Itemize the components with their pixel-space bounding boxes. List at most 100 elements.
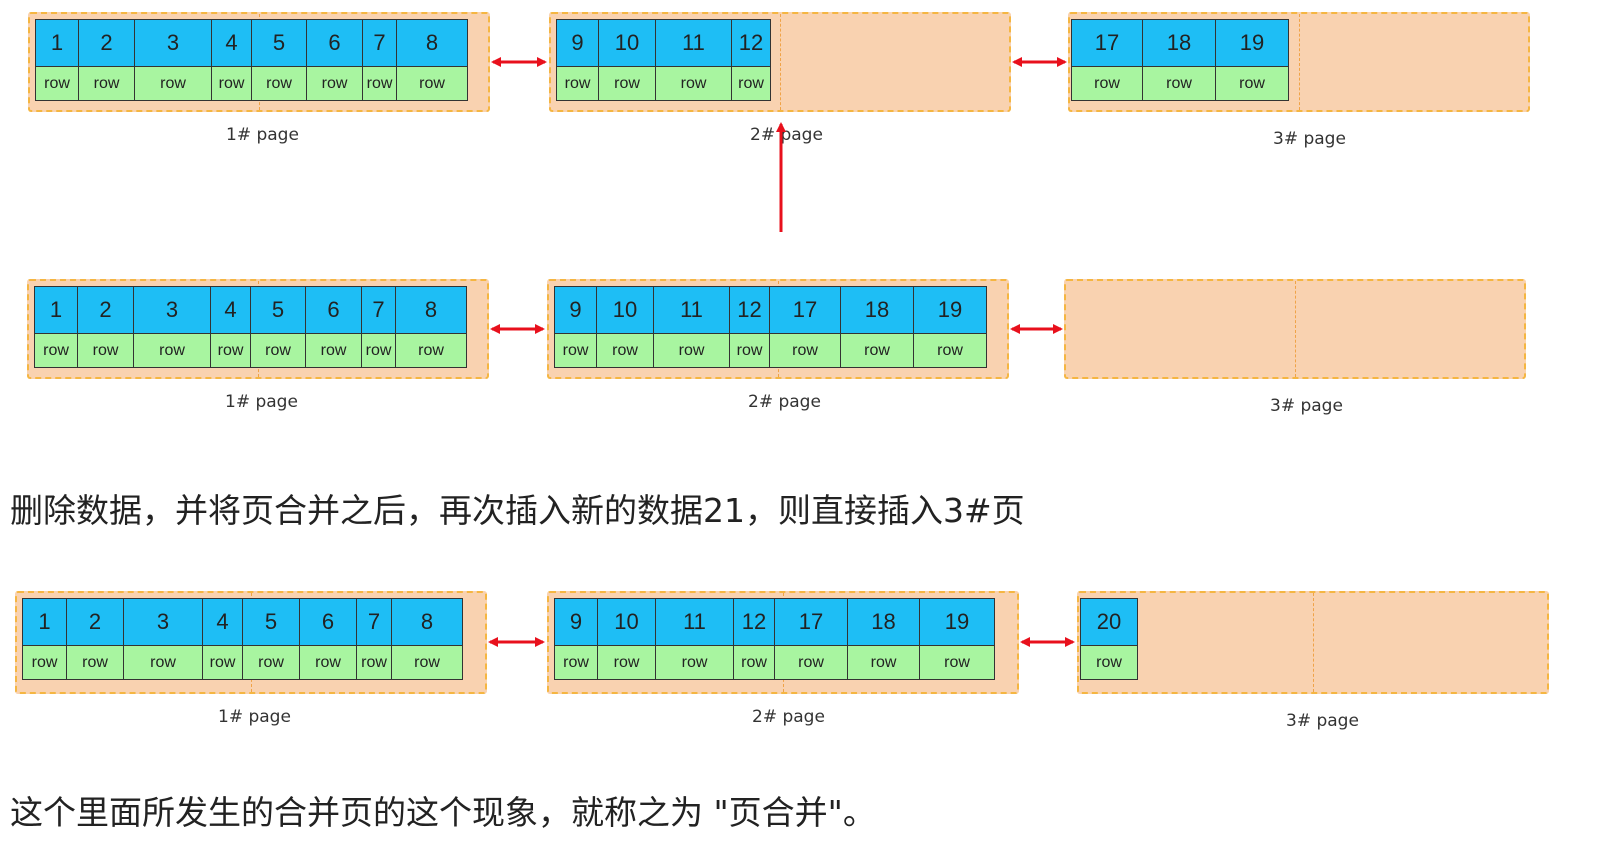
- record-id: 10: [598, 598, 655, 646]
- record-row: row: [124, 646, 202, 680]
- record-id: 19: [914, 286, 986, 334]
- record-id: 8: [397, 19, 467, 67]
- record-row: row: [730, 334, 769, 368]
- record-row: row: [1072, 67, 1142, 101]
- record-id: 4: [212, 19, 251, 67]
- record-id: 5: [251, 286, 305, 334]
- record-row: row: [555, 334, 596, 368]
- record-id: 7: [363, 19, 396, 67]
- page-label-2-d2: 2# page: [748, 392, 821, 412]
- page-box-3-d2: [1064, 279, 1526, 379]
- record-id: 11: [656, 19, 731, 67]
- record-row: row: [36, 67, 78, 101]
- record-row: row: [78, 334, 133, 368]
- record-id: 5: [252, 19, 306, 67]
- record-id: 1: [35, 286, 77, 334]
- record-id: 8: [396, 286, 466, 334]
- record-id: 19: [920, 598, 994, 646]
- record-id: 18: [841, 286, 913, 334]
- record-id: 2: [78, 286, 133, 334]
- record-row: row: [251, 334, 305, 368]
- page-box-3-d3: [1077, 591, 1549, 694]
- record-row: row: [732, 67, 770, 101]
- record-row: row: [597, 334, 653, 368]
- record-id: 9: [557, 19, 598, 67]
- record-row: row: [914, 334, 986, 368]
- record-row: row: [656, 67, 731, 101]
- record-row: row: [357, 646, 391, 680]
- record-id: 7: [357, 598, 391, 646]
- page-label-3-d3: 3# page: [1286, 711, 1359, 731]
- record-id: 4: [203, 598, 242, 646]
- record-row: row: [392, 646, 462, 680]
- record-id: 17: [1072, 19, 1142, 67]
- record-id: 17: [770, 286, 840, 334]
- page-divider: [1295, 281, 1296, 377]
- record-row: row: [920, 646, 994, 680]
- record-row: row: [252, 67, 306, 101]
- page-label-1-d1: 1# page: [226, 125, 299, 145]
- record-id: 18: [1143, 19, 1215, 67]
- page-divider: [1299, 14, 1300, 110]
- record-id: 11: [654, 286, 729, 334]
- record-id: 20: [1081, 598, 1137, 646]
- record-id: 10: [599, 19, 655, 67]
- record-row: row: [212, 67, 251, 101]
- record-id: 10: [597, 286, 653, 334]
- record-id: 3: [124, 598, 202, 646]
- record-id: 5: [243, 598, 299, 646]
- record-row: row: [67, 646, 123, 680]
- record-row: row: [1216, 67, 1288, 101]
- page-label-3-d1: 3# page: [1273, 129, 1346, 149]
- record-row: row: [23, 646, 66, 680]
- record-row: row: [363, 67, 396, 101]
- record-id: 2: [79, 19, 134, 67]
- record-id: 6: [300, 598, 356, 646]
- record-row: row: [35, 334, 77, 368]
- caption-merge-then-insert: 删除数据，并将页合并之后，再次插入新的数据21，则直接插入3#页: [10, 491, 1025, 530]
- record-row: row: [848, 646, 919, 680]
- record-row: row: [598, 646, 655, 680]
- page-label-1-d3: 1# page: [218, 707, 291, 727]
- record-id: 4: [211, 286, 250, 334]
- record-row: row: [79, 67, 134, 101]
